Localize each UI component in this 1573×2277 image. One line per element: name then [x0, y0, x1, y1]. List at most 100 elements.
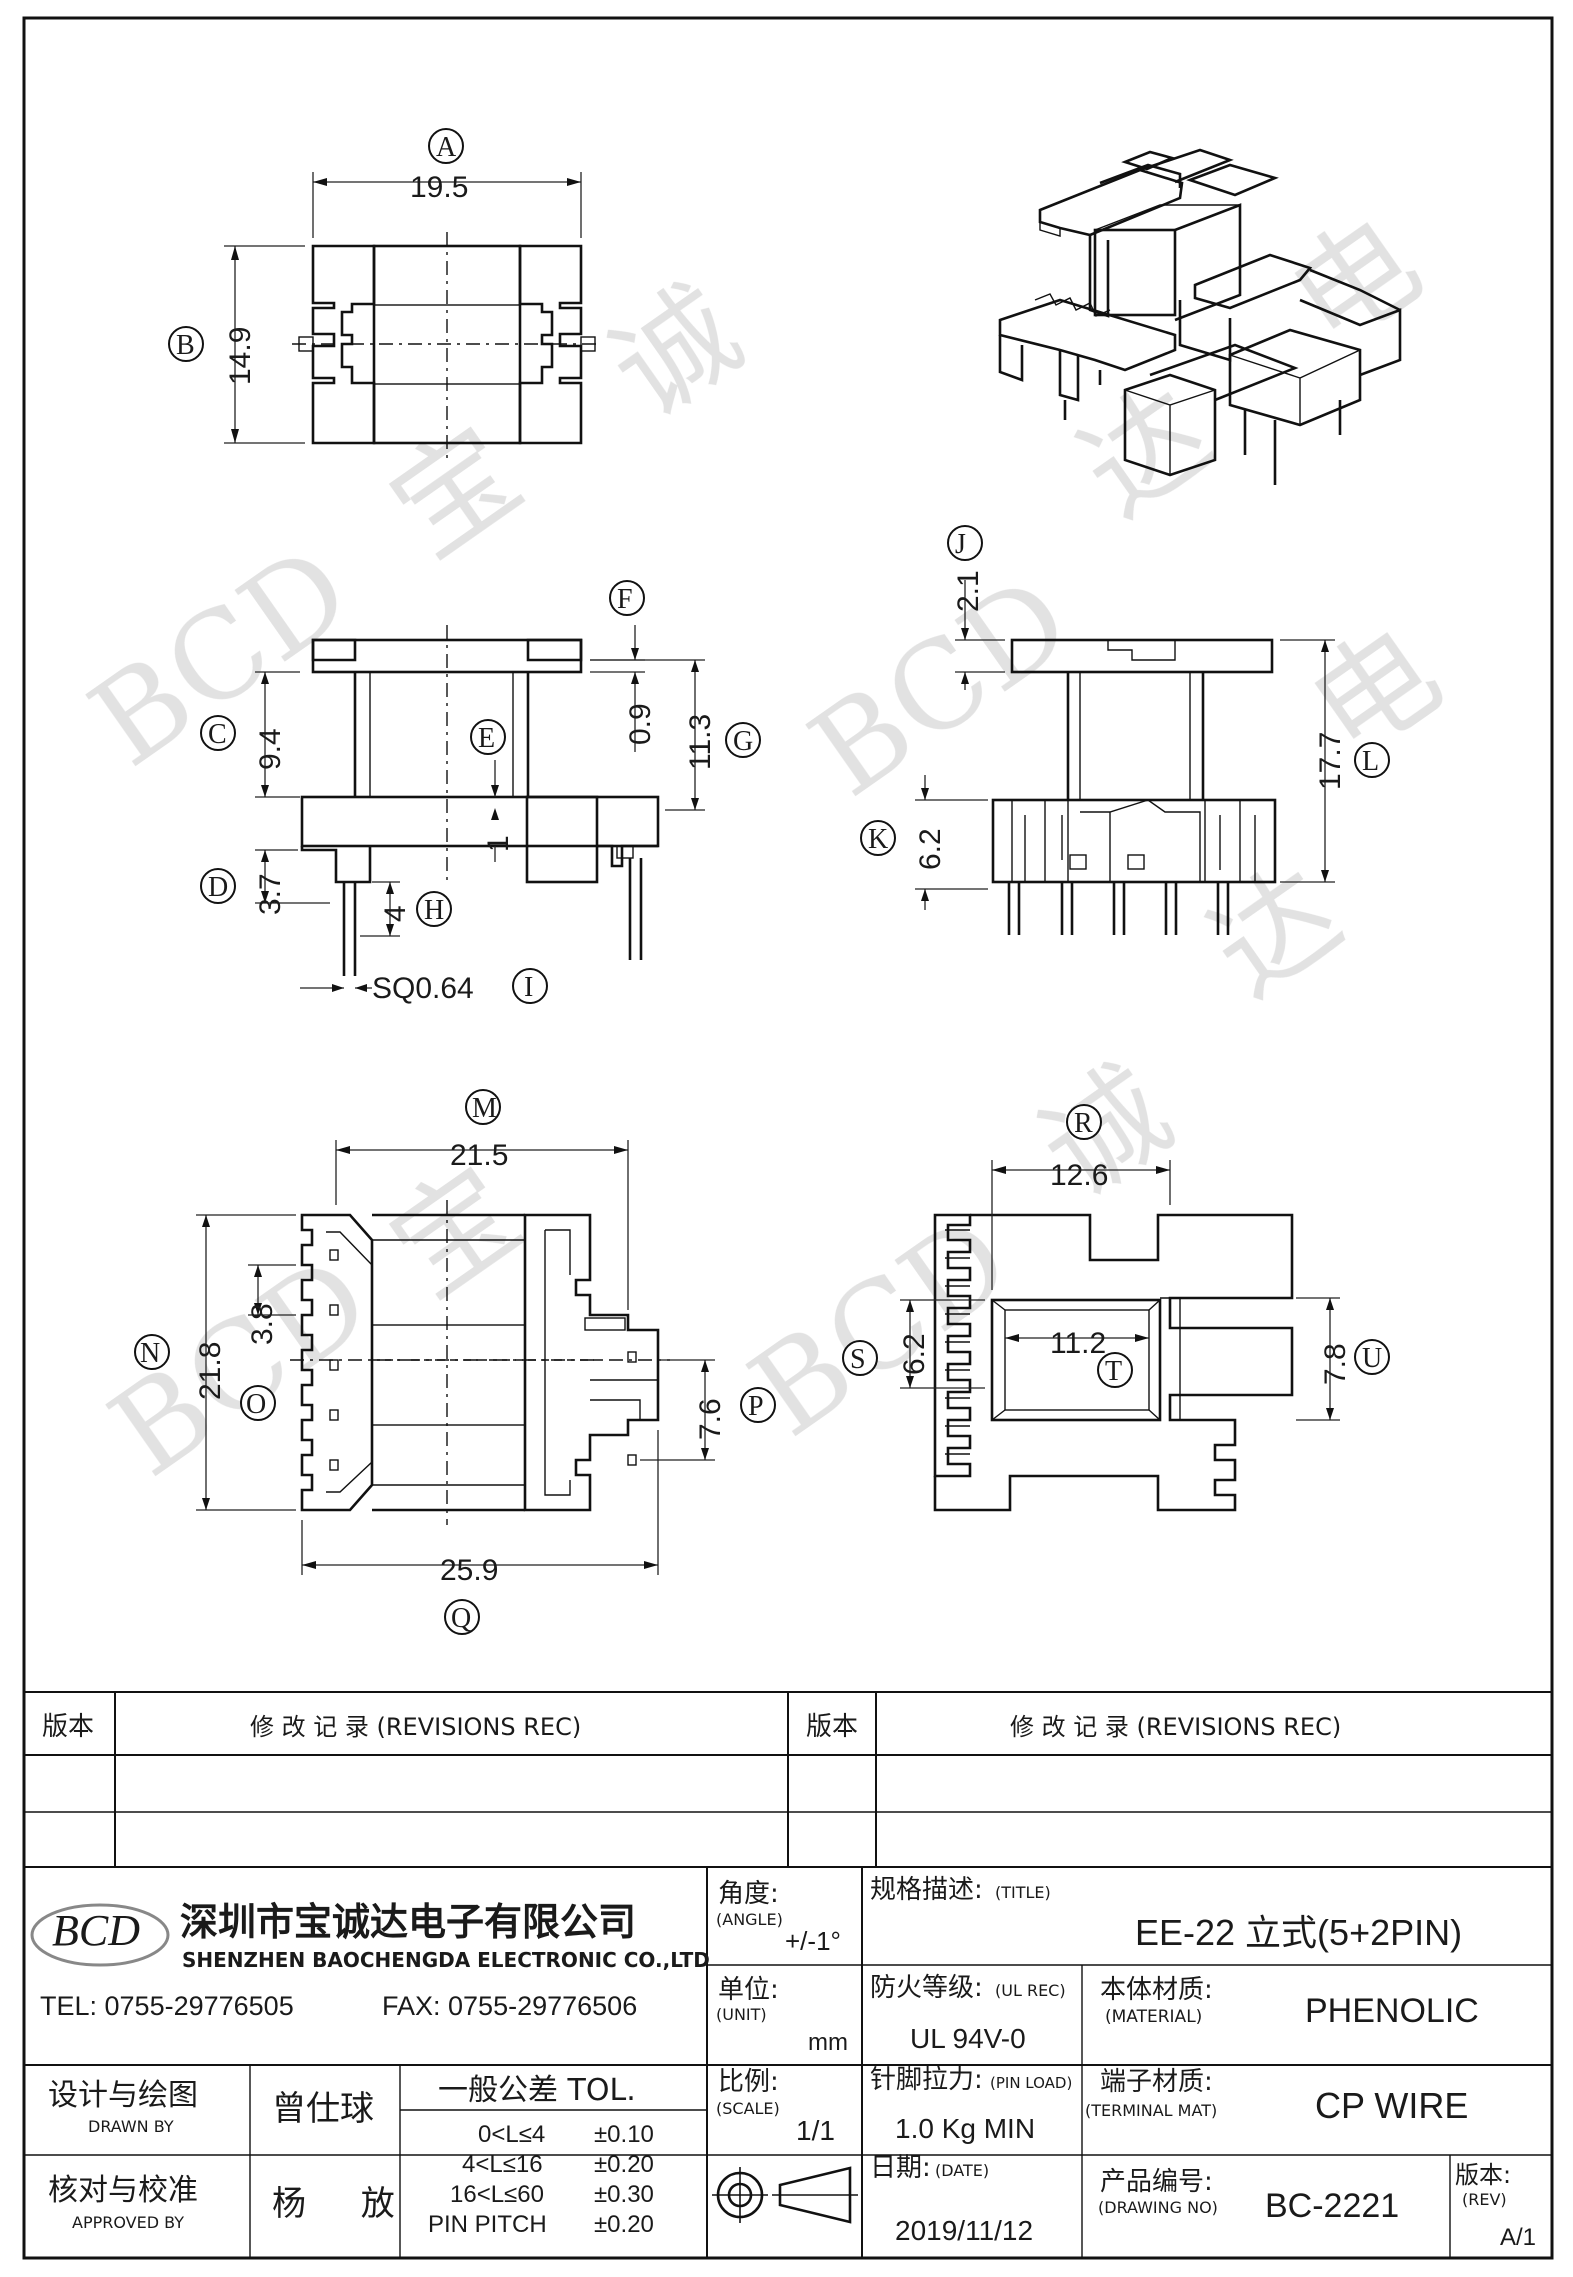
date-sub: (DATE) — [935, 2161, 989, 2180]
dim-F-letter: F — [617, 584, 633, 615]
unit-sub: (UNIT) — [716, 2005, 767, 2024]
rev-value: A/1 — [1500, 2224, 1536, 2251]
watermark-char: 诚 — [1017, 1041, 1195, 1224]
dim-G-value: 11.3 — [684, 714, 717, 770]
tol-rows: 0<L≤4 ±0.10 4<L≤16 ±0.20 16<L≤60 ±0.30 P… — [428, 2121, 654, 2238]
dim-Q-letter: Q — [451, 1603, 471, 1634]
dim-S-letter: S — [850, 1344, 866, 1375]
watermark-char: 宝 — [367, 401, 545, 584]
material-value: PHENOLIC — [1305, 1992, 1479, 2030]
tol-value: ±0.20 — [594, 2211, 654, 2238]
drawing-label: 产品编号: — [1100, 2167, 1213, 2197]
dim-J-letter: J — [955, 529, 966, 560]
dim-O-value: 3.8 — [246, 1303, 279, 1345]
dim-K-value: 6.2 — [914, 828, 947, 870]
dim-S-value: 6.2 — [898, 1333, 931, 1375]
drawn-value: 曾仕球 — [272, 2089, 374, 2129]
title-block: BCD 深圳市宝诚达电子有限公司 SHENZHEN BAOCHENGDA ELE… — [24, 1866, 1552, 2258]
section-view: 12.6 R 6.2 S 11.2 T 7.8 U — [842, 1104, 1390, 1512]
approved-sub: APPROVED BY — [72, 2213, 184, 2232]
pinload-sub: (PIN LOAD) — [990, 2074, 1072, 2092]
dim-J-value: 2.1 — [952, 570, 985, 612]
dim-D-value: 3.7 — [254, 873, 287, 915]
dim-O-letter: O — [246, 1389, 266, 1420]
company-tel: TEL: 0755-29776505 — [40, 1991, 294, 2021]
pinload-label: 针脚拉力: — [870, 2065, 983, 2095]
dim-N-value: 21.8 — [194, 1342, 227, 1400]
ul-label: 防火等级: — [870, 1973, 983, 2003]
company-name-en: SHENZHEN BAOCHENGDA ELECTRONIC CO.,LTD — [182, 1948, 710, 1972]
terminal-label: 端子材质: — [1100, 2067, 1213, 2097]
unit-value: mm — [808, 2029, 848, 2056]
title-label: 规格描述: — [870, 1875, 983, 1905]
date-label: 日期: — [870, 2153, 931, 2183]
unit-label: 单位: — [718, 1975, 779, 2005]
rev-header-right: 版本 — [806, 1712, 858, 1742]
dim-Q-value: 25.9 — [440, 1554, 498, 1587]
dim-H-value: 4 — [379, 905, 412, 922]
dim-C-value: 9.4 — [254, 728, 287, 770]
tol-range: 16<L≤60 — [450, 2181, 544, 2208]
dim-L-letter: L — [1362, 746, 1379, 777]
tol-value: ±0.20 — [594, 2151, 654, 2178]
dim-U-value: 7.8 — [1319, 1343, 1352, 1385]
drawn-sub: DRAWN BY — [88, 2117, 174, 2136]
side-view: 2.1 J 6.2 K 17.7 L — [860, 525, 1390, 935]
dim-A-letter: A — [436, 132, 457, 163]
company-fax: FAX: 0755-29776506 — [382, 1991, 637, 2021]
terminal-sub: (TERMINAL MAT) — [1085, 2101, 1217, 2120]
angle-value: +/-1° — [785, 1926, 841, 1956]
tol-value: ±0.10 — [594, 2121, 654, 2148]
angle-label: 角度: — [718, 1879, 779, 1909]
dim-A-value: 19.5 — [410, 171, 468, 204]
dim-T-value: 11.2 — [1050, 1327, 1106, 1360]
title-value: EE-22 立式(5+2PIN) — [1135, 1912, 1462, 1953]
front-view: 9.4 C 3.7 D 1 E 0.9 F 11.3 G — [200, 580, 761, 1005]
watermark-char: 诚 — [587, 261, 765, 444]
drawn-label: 设计与绘图 — [48, 2078, 198, 2113]
pinload-value: 1.0 Kg MIN — [895, 2113, 1035, 2144]
approved-value: 杨 放 — [272, 2184, 417, 2224]
dim-R-letter: R — [1074, 1108, 1093, 1139]
top-view: 19.5 A 14.9 B — [168, 128, 602, 458]
dim-K-letter: K — [868, 824, 888, 855]
rev-header-left: 版本 — [42, 1712, 94, 1742]
tol-range: 0<L≤4 — [478, 2121, 545, 2148]
watermark-logo: BCD — [87, 1230, 395, 1504]
dim-L-value: 17.7 — [1314, 732, 1347, 790]
projection-symbol — [712, 2166, 858, 2224]
dim-D-letter: D — [208, 872, 228, 903]
angle-sub: (ANGLE) — [716, 1910, 783, 1929]
dim-P-value: 7.6 — [694, 1398, 727, 1440]
rev-label: 版本: — [1455, 2161, 1511, 2189]
dim-P-letter: P — [748, 1391, 764, 1422]
scale-value: 1/1 — [796, 2115, 835, 2146]
ul-sub: (UL REC) — [995, 1981, 1066, 2000]
title-sub: (TITLE) — [995, 1883, 1051, 1902]
dim-C-letter: C — [208, 719, 227, 750]
watermark-logo: BCD — [67, 520, 375, 794]
dim-B-value: 14.9 — [224, 327, 257, 385]
drawing-sub: (DRAWING NO) — [1098, 2198, 1218, 2217]
dim-B-letter: B — [176, 330, 195, 361]
approved-label: 核对与校准 — [48, 2173, 198, 2208]
dim-I-letter: I — [524, 972, 533, 1003]
tol-value: ±0.30 — [594, 2181, 654, 2208]
tol-range: PIN PITCH — [428, 2211, 547, 2238]
dim-G-letter: G — [733, 726, 753, 757]
drawing-value: BC-2221 — [1265, 2187, 1399, 2225]
terminal-value: CP WIRE — [1315, 2085, 1468, 2126]
tol-range: 4<L≤16 — [462, 2151, 543, 2178]
material-label: 本体材质: — [1100, 1975, 1213, 2005]
dim-U-letter: U — [1362, 1343, 1382, 1374]
isometric-view — [998, 148, 1402, 485]
dim-E-letter: E — [478, 723, 495, 754]
sheet-border — [22, 16, 1554, 2260]
dim-M-value: 21.5 — [450, 1139, 508, 1172]
dim-I-value: SQ0.64 — [372, 972, 474, 1005]
rec-header-left: 修 改 记 录 (REVISIONS REC) — [250, 1713, 581, 1741]
bottom-view: 21.5 M 21.8 N 3.8 O 7.6 P 25.9 Q — [134, 1089, 776, 1635]
dim-N-letter: N — [140, 1338, 160, 1369]
watermark-logo: BCD — [727, 1190, 1035, 1464]
